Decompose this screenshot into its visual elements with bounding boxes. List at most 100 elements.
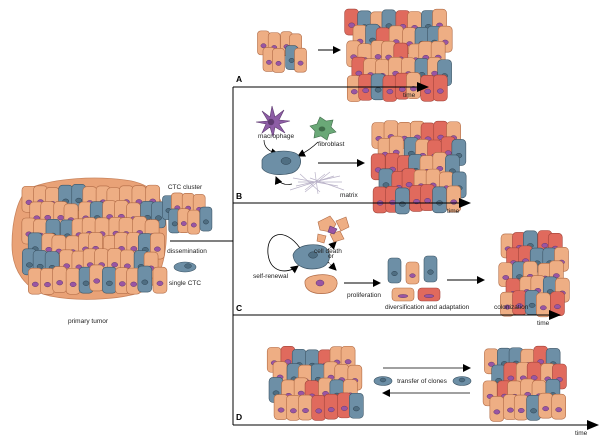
cell-nucleus [155, 215, 162, 221]
dissemination-label: dissemination [167, 248, 207, 255]
cell [273, 394, 289, 420]
cell [405, 261, 420, 285]
cell [536, 292, 551, 318]
cell-nucleus [141, 279, 149, 285]
diversification-label: diversification and adaptation [385, 304, 470, 311]
cell-nucleus [130, 246, 138, 252]
cell-nucleus [386, 89, 394, 95]
cell-nucleus [348, 22, 355, 28]
single-ctc-label: single CTC [169, 280, 201, 287]
cell-nucleus [397, 294, 409, 298]
panel-a-small-cluster [257, 30, 307, 73]
cell [298, 394, 313, 421]
transfer-cell-left [373, 376, 393, 386]
cell-nucleus [555, 407, 563, 413]
panel-b-time-label: time [447, 208, 460, 215]
cell [272, 48, 285, 73]
cell [294, 47, 307, 73]
cell [323, 393, 339, 420]
cell-nucleus [154, 246, 161, 252]
panel-b-letter: B [236, 191, 242, 201]
cell [199, 206, 213, 232]
cell-nucleus [190, 222, 197, 228]
primary-tumor-cells [21, 184, 168, 295]
cell-nucleus [341, 405, 348, 411]
panel-a-time-label: time [403, 92, 416, 99]
cell-nucleus [405, 182, 413, 188]
primary-tumor-label: primary tumor [68, 318, 109, 325]
cell-nucleus [180, 221, 187, 226]
panel-d-letter: D [236, 412, 242, 422]
cell-nucleus [290, 408, 297, 414]
panel-c-large-cluster [498, 230, 570, 318]
cell-nucleus [362, 87, 369, 94]
cell [382, 75, 398, 102]
cell-nucleus [344, 359, 352, 365]
cell-nucleus [374, 87, 382, 93]
macrophage-label: macrophage [258, 133, 295, 140]
cell-nucleus [424, 198, 431, 204]
cell-nucleus [171, 221, 178, 227]
cell-nucleus [516, 303, 523, 309]
cell [432, 186, 447, 214]
cell-nucleus [399, 201, 406, 207]
panel-a-letter: A [236, 74, 242, 84]
cell [52, 266, 67, 293]
cell-nucleus [391, 271, 398, 276]
cell [538, 392, 553, 419]
cell-nucleus [106, 280, 113, 286]
cell-nucleus [389, 199, 396, 206]
panel-b-ctc [261, 150, 301, 175]
cell-nucleus [450, 199, 458, 205]
cell-nucleus [156, 280, 164, 286]
cell-nucleus [374, 54, 382, 60]
self-renewal-loop [267, 234, 301, 274]
cell-nucleus [530, 408, 537, 414]
macrophage-cell [255, 105, 291, 138]
cell-nucleus [266, 59, 272, 65]
single-ctc [173, 261, 197, 273]
extracellular-matrix [289, 171, 345, 195]
primary-tumor [11, 177, 168, 300]
cell-nucleus [436, 88, 444, 94]
cell [187, 209, 201, 235]
cell-nucleus [44, 281, 51, 288]
cell [89, 264, 105, 292]
cell [395, 187, 410, 215]
cell-nucleus [502, 275, 510, 280]
cell-nucleus [275, 60, 282, 66]
cell [349, 392, 364, 419]
ctc-cluster [162, 192, 213, 235]
branch-to-division [327, 261, 337, 271]
cell-nucleus [111, 262, 118, 268]
cell [513, 394, 529, 421]
cell-nucleus [554, 304, 561, 310]
panel-c: self-renewal or cell death proliferation… [233, 215, 570, 327]
cell-nucleus [31, 281, 39, 287]
or-label: or [328, 253, 335, 260]
cell-nucleus [327, 407, 335, 413]
cell-nucleus [118, 281, 126, 287]
cell-nucleus [507, 407, 514, 413]
cell-nucleus [288, 57, 295, 63]
cell [102, 266, 117, 294]
cell-nucleus [427, 269, 434, 275]
cell [387, 257, 402, 284]
cell [423, 255, 438, 283]
cell-nucleus [45, 246, 53, 253]
panel-d: transfer of clones D time [233, 345, 599, 437]
cell-death-label: cell death [314, 248, 342, 255]
cell-nucleus [93, 278, 101, 284]
cell-nucleus [541, 242, 549, 248]
panel-c-time-label: time [537, 320, 550, 327]
matrix-label: matrix [340, 192, 358, 199]
cell [372, 186, 388, 214]
cell-death-fragments [316, 215, 350, 244]
panel-b-large-cluster [370, 120, 467, 215]
colonization-label: colonization [494, 304, 529, 311]
panel-a-large-cluster [344, 8, 453, 102]
panel-a: A time [233, 8, 453, 102]
cell-nucleus [302, 408, 309, 414]
cell-nucleus [69, 281, 77, 287]
